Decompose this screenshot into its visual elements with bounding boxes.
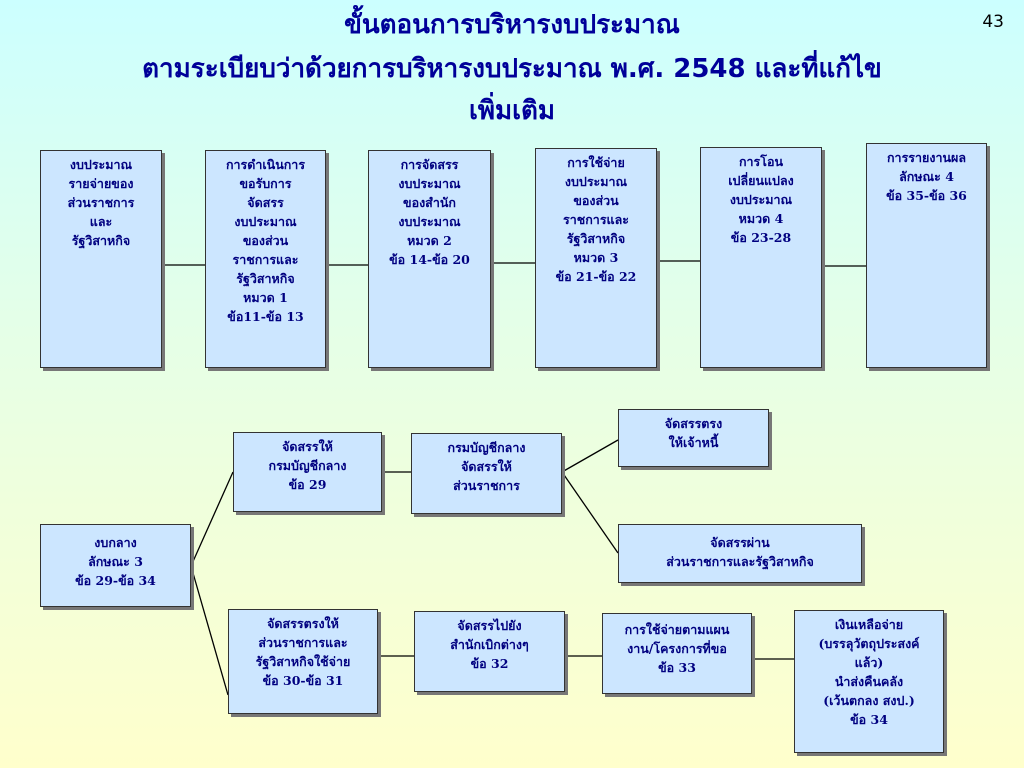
box-budget-transfer: การโอน เปลี่ยนแปลง งบประมาณ หมวด 4 ข้อ 2… bbox=[700, 147, 822, 368]
box-reporting: การรายงานผล ลักษณะ 4 ข้อ 35-ข้อ 36 bbox=[866, 143, 987, 368]
box-central-budget: งบกลาง ลักษณะ 3 ข้อ 29-ข้อ 34 bbox=[40, 524, 191, 607]
connector-central-to-direct bbox=[190, 565, 229, 696]
box-budget-bureau-allocation: การจัดสรร งบประมาณ ของสำนัก งบประมาณ หมว… bbox=[368, 150, 491, 368]
box-alloc-to-cgd: จัดสรรให้ กรมบัญชีกลาง ข้อ 29 bbox=[233, 432, 382, 512]
box-spend-per-plan: การใช้จ่ายตามแผน งาน/โครงการที่ขอ ข้อ 33 bbox=[602, 613, 752, 694]
slide-title-line-3: เพิ่มเติม bbox=[468, 96, 556, 126]
box-budget-expenditure: งบประมาณ รายจ่ายของ ส่วนราชการ และ รัฐวิ… bbox=[40, 150, 162, 368]
connector-cgd-alloc-to-creditor bbox=[561, 439, 619, 473]
slide-title-line-2: ตามระเบียบว่าด้วยการบริหารงบประมาณ พ.ศ. … bbox=[142, 54, 882, 84]
box-to-disbursing-offices: จัดสรรไปยัง สำนักเบิกต่างๆ ข้อ 32 bbox=[414, 611, 565, 692]
page-number: 43 bbox=[982, 12, 1004, 32]
box-via-agencies: จัดสรรผ่าน ส่วนราชการและรัฐวิสาหกิจ bbox=[618, 524, 862, 583]
box-cgd-allocates: กรมบัญชีกลาง จัดสรรให้ ส่วนราชการ bbox=[411, 433, 562, 514]
connector-cgd-alloc-to-agencies bbox=[561, 471, 619, 554]
box-direct-to-agencies: จัดสรรตรงให้ ส่วนราชการและ รัฐวิสาหกิจใช… bbox=[228, 609, 378, 714]
connector-central-to-cgd bbox=[190, 471, 234, 567]
box-leftover-funds: เงินเหลือจ่าย (บรรลุวัตถุประสงค์ แล้ว) น… bbox=[794, 610, 944, 753]
box-request-allocation: การดำเนินการ ขอรับการ จัดสรร งบประมาณ ขอ… bbox=[205, 150, 326, 368]
box-direct-to-creditor: จัดสรรตรง ให้เจ้าหนี้ bbox=[618, 409, 769, 467]
box-budget-spending: การใช้จ่าย งบประมาณ ของส่วน ราชการและ รั… bbox=[535, 148, 657, 368]
slide-title-line-1: ขั้นตอนการบริหารงบประมาณ bbox=[344, 10, 680, 40]
